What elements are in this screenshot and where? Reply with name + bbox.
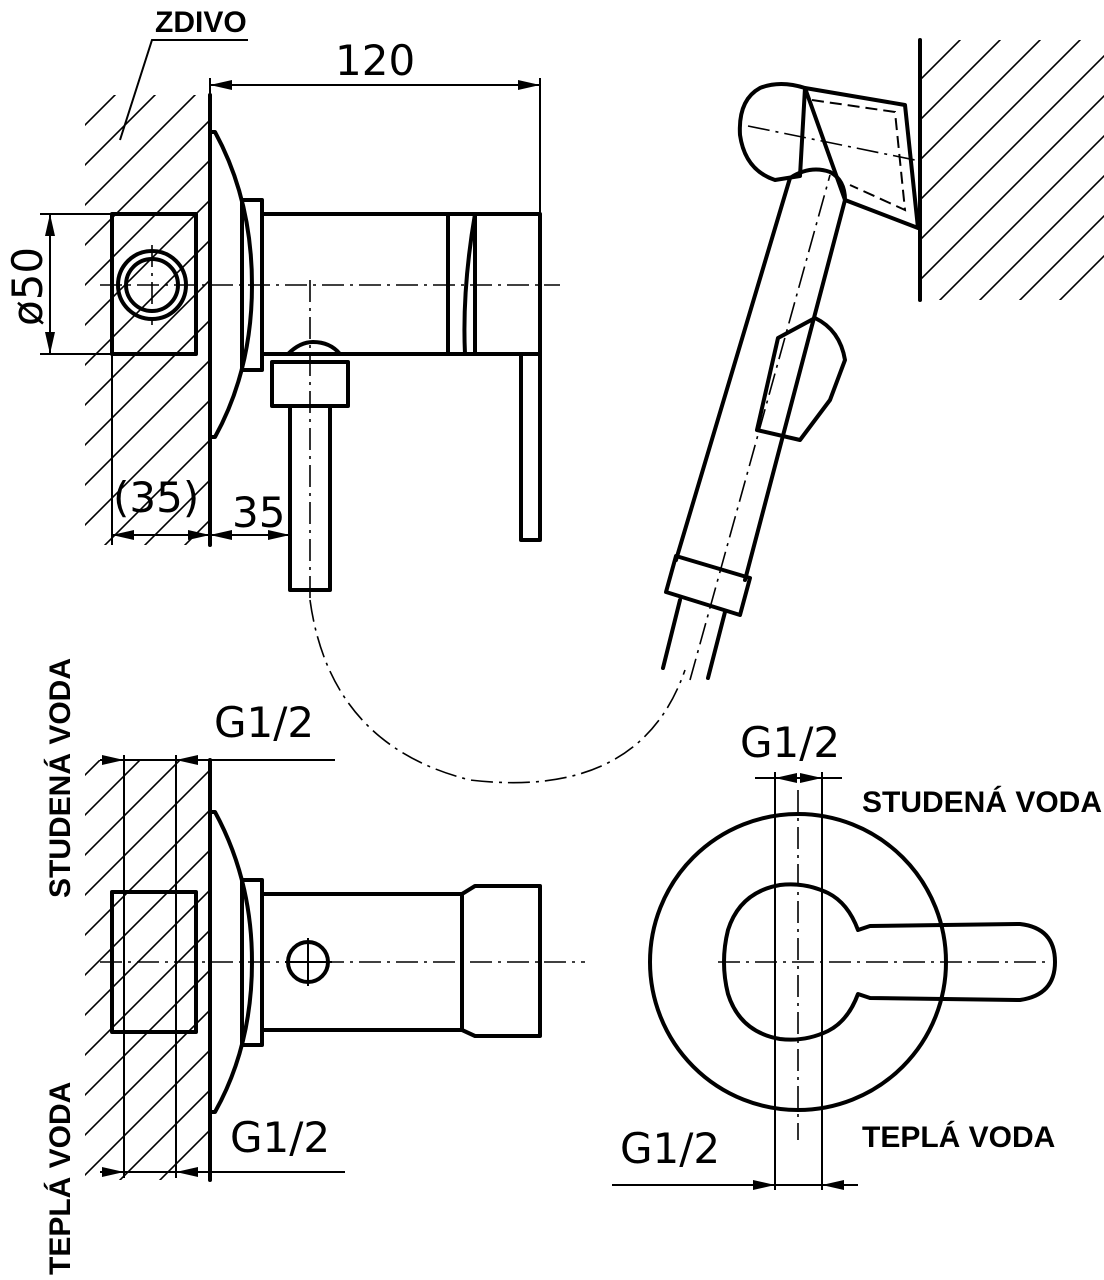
dim-thread-top-side: G1/2: [214, 698, 314, 747]
dim-wall-depth: (35): [113, 473, 199, 522]
dim-120: 120: [335, 36, 415, 85]
wall-hatch-bottom-left: [85, 760, 210, 1180]
shower-trigger: [755, 316, 847, 442]
cold-water-label-front: STUDENÁ VODA: [862, 785, 1102, 819]
dim-outlet-offset: 35: [232, 488, 285, 537]
lever-handle: [519, 352, 542, 542]
top-side-view: [40, 39, 560, 600]
wall-holder: [803, 86, 920, 230]
shower-nut: [664, 554, 752, 617]
cold-water-label-side: STUDENÁ VODA: [43, 658, 77, 898]
wall-hatch-top-right: [920, 40, 1104, 300]
hose-line: [309, 599, 686, 784]
hand-shower-view: [661, 38, 1104, 681]
hot-water-label-front: TEPLÁ VODA: [862, 1120, 1055, 1154]
dim-diameter-50: ø50: [3, 247, 52, 326]
lever-head: [462, 212, 542, 356]
bottom-side-view: [85, 755, 585, 1182]
valve-body: [110, 212, 198, 356]
cartridge-barrel: [260, 212, 450, 356]
dim-thread-bottom-front: G1/2: [620, 1124, 720, 1173]
dim-thread-bottom-side: G1/2: [230, 1113, 330, 1162]
hot-water-label-side: TEPLÁ VODA: [43, 1082, 77, 1275]
wall-label: ZDIVO: [155, 6, 247, 39]
lever-head-bottom: [460, 884, 542, 1038]
front-view: [612, 772, 1057, 1190]
wall-leader: [119, 39, 248, 141]
shower-head: [737, 82, 807, 182]
wall-hatch-top-left: [85, 95, 210, 545]
dim-thread-top-front: G1/2: [740, 718, 840, 767]
